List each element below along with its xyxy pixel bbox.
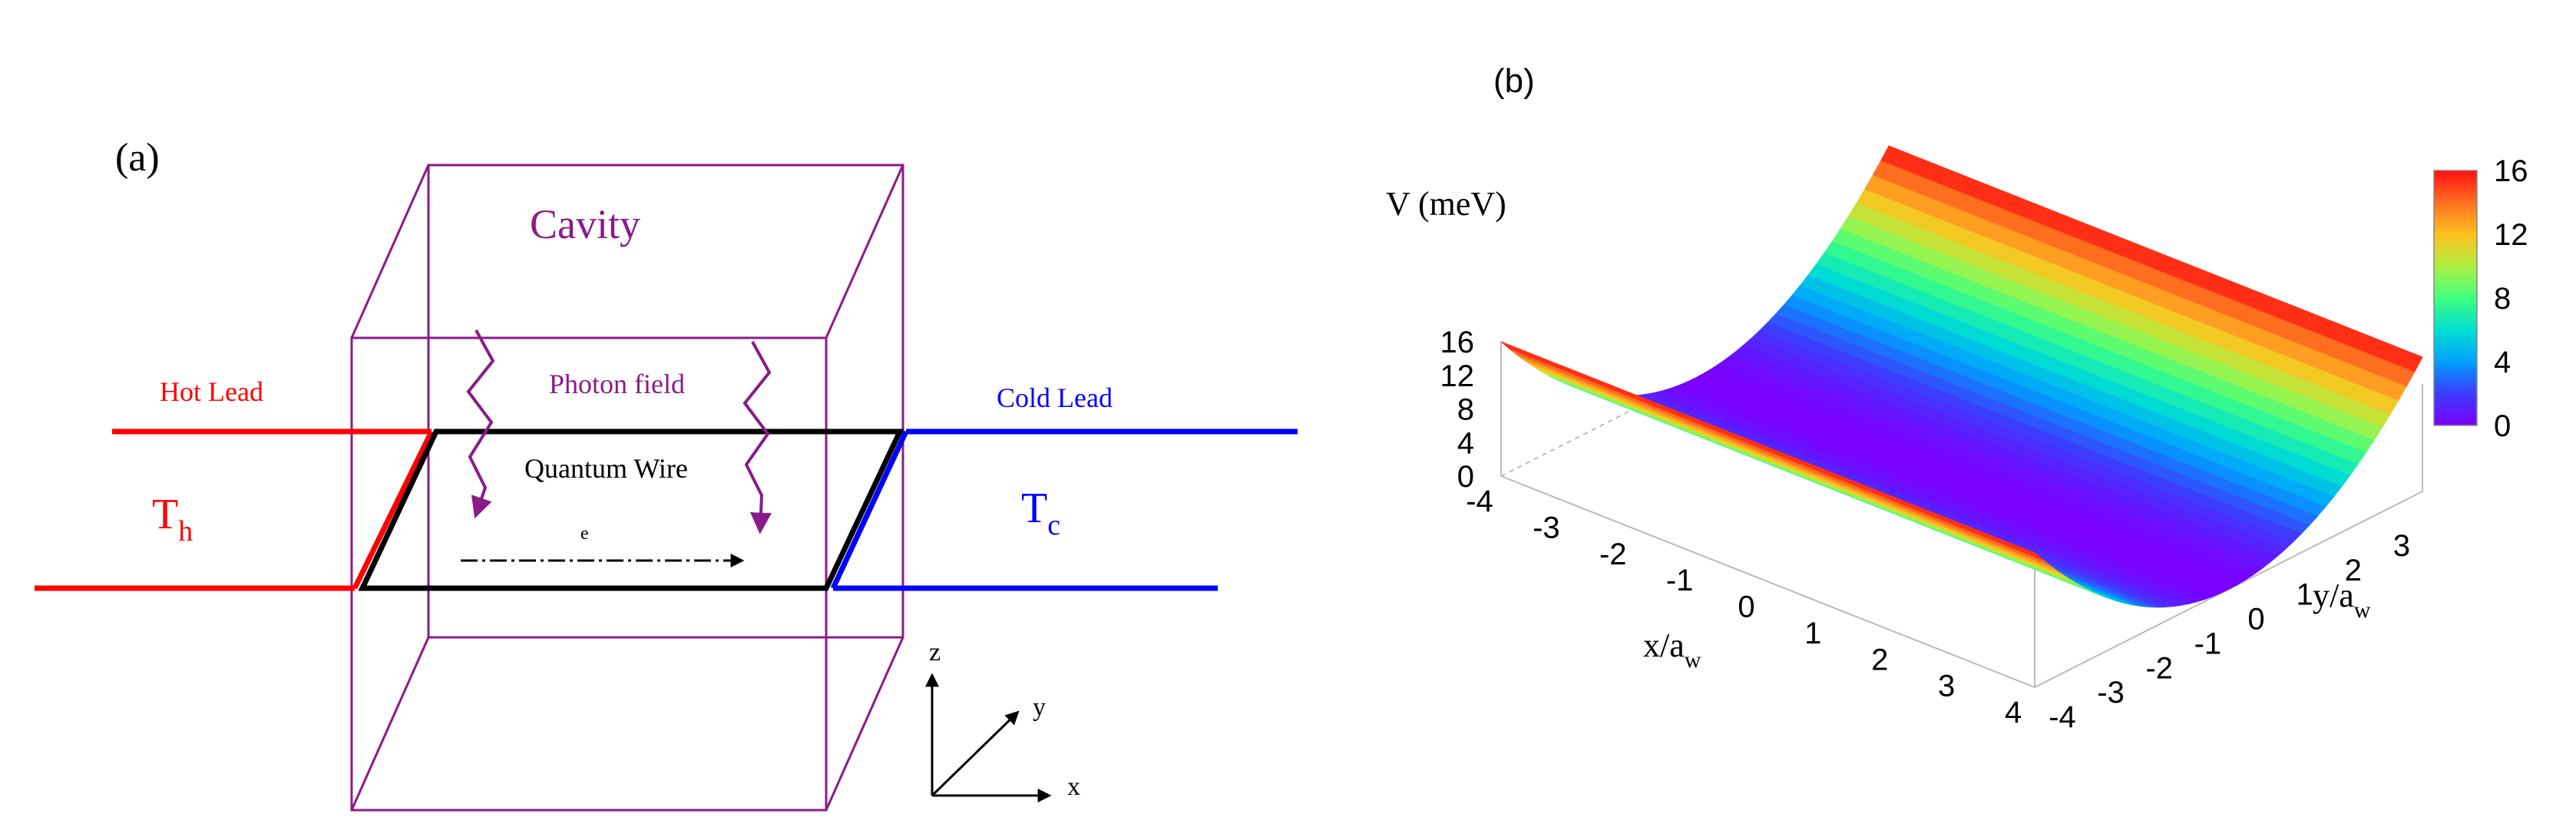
y-tick-label: 2 xyxy=(2345,554,2362,587)
z-axis-title: V (meV) xyxy=(1386,185,1506,223)
potential-surface xyxy=(1500,145,2423,608)
cold-lead-label: Cold Lead xyxy=(997,382,1113,413)
z-tick-label: 4 xyxy=(1457,426,1474,460)
x-tick-label: -3 xyxy=(1533,511,1560,544)
y-tick-label: -3 xyxy=(2097,676,2125,710)
z-tick-label: 12 xyxy=(1440,359,1475,393)
colorbar-ticks: 16 12 8 4 0 xyxy=(2494,154,2528,443)
x-axis-ticks: -4 -3 -2 -1 0 1 2 3 4 xyxy=(1466,485,2022,729)
y-tick-label: -4 xyxy=(2049,700,2076,734)
hot-lead-label: Hot Lead xyxy=(160,376,263,407)
colorbar xyxy=(2433,170,2478,426)
quantum-wire-label: Quantum Wire xyxy=(524,453,688,484)
x-tick-label: 1 xyxy=(1804,617,1821,650)
y-tick-label: 0 xyxy=(2247,603,2264,637)
colorbar-tick-label: 4 xyxy=(2494,346,2511,379)
y-tick-label: -2 xyxy=(2145,651,2173,685)
x-tick-label: -1 xyxy=(1666,564,1694,597)
cold-lead xyxy=(830,428,1298,591)
axis-x-label: x xyxy=(1067,772,1080,801)
x-tick-label: 3 xyxy=(1938,670,1955,703)
x-tick-label: 2 xyxy=(1871,643,1888,677)
y-tick-label: -1 xyxy=(2194,627,2222,660)
y-tick-label: 3 xyxy=(2393,529,2410,563)
z-tick-label: 8 xyxy=(1457,393,1474,427)
colorbar-tick-label: 8 xyxy=(2494,282,2511,316)
electron-label: e xyxy=(580,524,589,544)
x-tick-label: 0 xyxy=(1738,591,1754,624)
x-tick-label: -2 xyxy=(1599,538,1627,571)
panel-a-label: (a) xyxy=(115,136,160,180)
axes-triad xyxy=(925,673,1052,802)
hot-lead xyxy=(35,428,435,591)
colorbar-tick-label: 12 xyxy=(2494,218,2528,252)
axis-z-label: z xyxy=(929,638,941,667)
y-axis-title: y/aw xyxy=(2313,577,2371,623)
photon-arrow-right xyxy=(742,341,772,534)
photon-arrow-left xyxy=(466,329,495,519)
x-axis-title: x/aw xyxy=(1643,627,1701,673)
photon-field-label: Photon field xyxy=(549,369,685,399)
t-hot-label: Th xyxy=(152,491,193,548)
z-tick-label: 0 xyxy=(1457,460,1474,494)
y-tick-label: 1 xyxy=(2297,578,2313,612)
colorbar-tick-label: 0 xyxy=(2494,409,2511,443)
cavity-box xyxy=(350,164,904,812)
surface-strip xyxy=(1500,341,2043,561)
quantum-wire xyxy=(358,428,904,591)
x-tick-label: -4 xyxy=(1466,485,1493,518)
z-tick-label: 16 xyxy=(1440,326,1475,359)
colorbar-tick-label: 16 xyxy=(2494,154,2528,188)
panel-b-label: (b) xyxy=(1493,62,1535,100)
panel-a-schematic: (a) Cavity Photon field Hot Lead xyxy=(35,136,1298,812)
x-tick-label: 4 xyxy=(2005,696,2022,729)
cavity-label: Cavity xyxy=(530,201,640,247)
t-cold-label: Tc xyxy=(1021,485,1060,541)
axis-y-label: y xyxy=(1033,693,1046,722)
